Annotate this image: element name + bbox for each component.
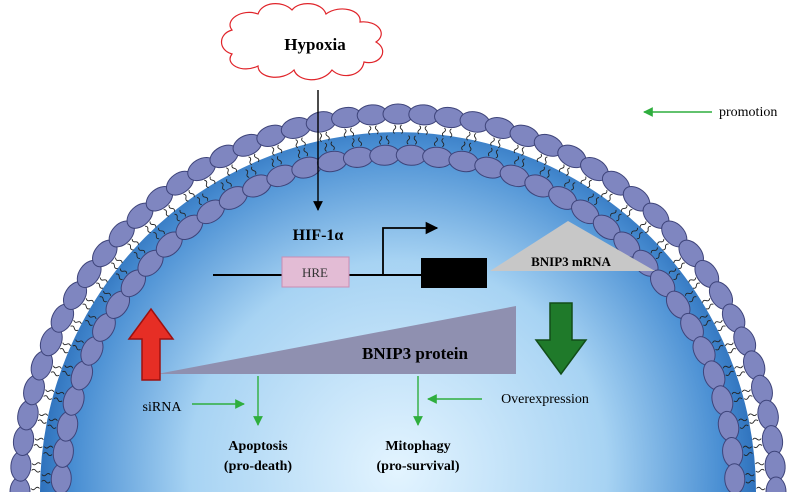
- overexpression-label: Overexpression: [501, 392, 589, 407]
- hif1a-label: HIF-1α: [293, 227, 344, 244]
- mitophagy-sublabel: (pro-survival): [377, 459, 460, 474]
- sirna-label: siRNA: [143, 400, 183, 415]
- hypoxia-cloud-icon: [220, 3, 384, 81]
- mitophagy-label: Mitophagy: [385, 439, 450, 454]
- cell-membrane: [9, 103, 787, 497]
- gene-box-icon: [421, 258, 487, 288]
- upregulation-arrow-icon: [127, 307, 175, 381]
- legend-promotion-label: promotion: [719, 105, 777, 120]
- downregulation-arrow-icon: [534, 302, 588, 376]
- mrna-label: BNIP3 mRNA: [531, 254, 611, 269]
- hypoxia-label: Hypoxia: [284, 35, 346, 54]
- apoptosis-label: Apoptosis: [228, 439, 288, 454]
- hre-label: HRE: [302, 265, 328, 280]
- protein-triangle: [157, 306, 516, 374]
- cell-cytoplasm: [40, 132, 756, 493]
- apoptosis-sublabel: (pro-death): [224, 459, 293, 474]
- hre-box: [281, 256, 350, 288]
- mrna-triangle: [490, 221, 655, 271]
- protein-label: BNIP3 protein: [362, 344, 468, 363]
- promoter-arrow-icon: [382, 221, 439, 275]
